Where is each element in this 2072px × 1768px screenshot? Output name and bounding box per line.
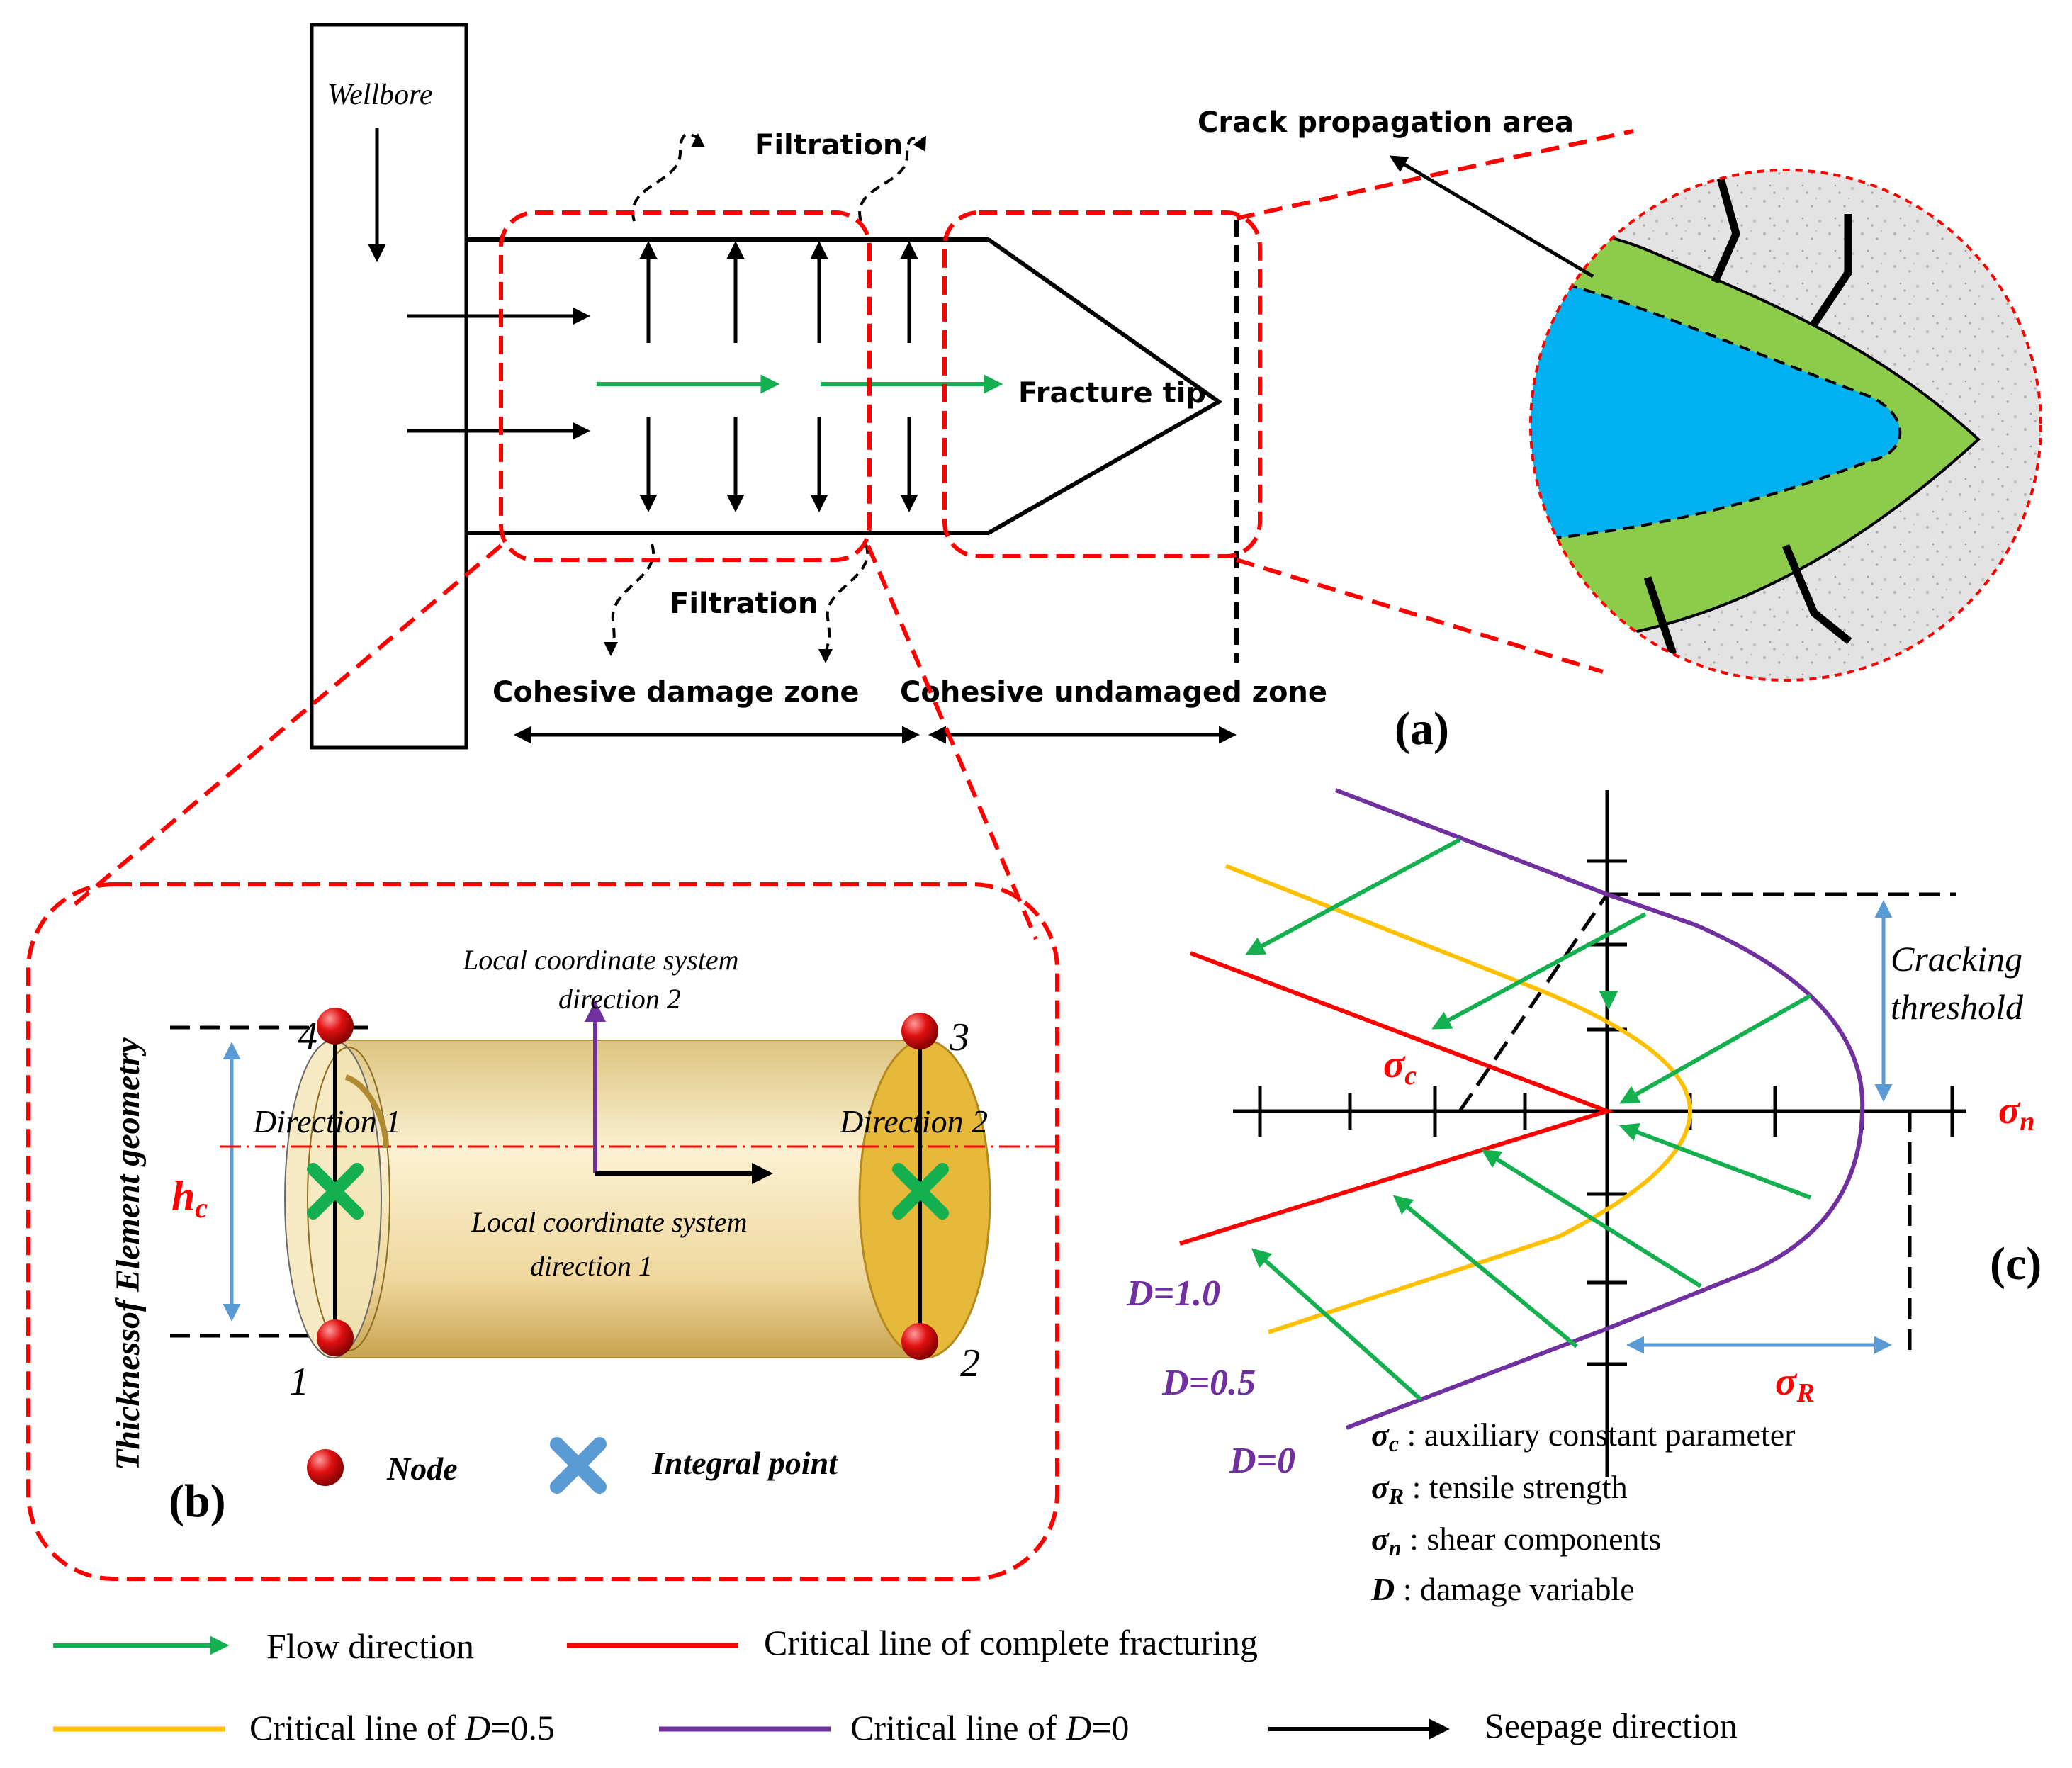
- critical-line-complete: [1179, 951, 1614, 1246]
- panel-c-label: (c): [1990, 1238, 2042, 1290]
- d05-label: D=0.5: [1161, 1363, 1256, 1403]
- sigma-r-label: σR: [1775, 1360, 1815, 1408]
- node-balls: [317, 1008, 938, 1360]
- undamaged-zone-box: [942, 210, 1262, 558]
- node-4-label: 4: [298, 1014, 317, 1058]
- critical-line-d0: [1334, 788, 1865, 1430]
- node-3-label: 3: [949, 1015, 969, 1059]
- integration-point-right: [892, 1163, 949, 1220]
- def-d: D : damage variable: [1370, 1571, 1635, 1607]
- panel-b-label: (b): [169, 1475, 226, 1527]
- cracking-threshold-line2: threshold: [1891, 987, 2024, 1027]
- node-2-label: 2: [960, 1341, 980, 1385]
- legend-flow-label: Flow direction: [266, 1626, 474, 1666]
- def-sigma-r: σR : tensile strength: [1371, 1469, 1628, 1509]
- def-sigma-n: σn : shear components: [1371, 1521, 1661, 1560]
- seepage-arrows: [639, 241, 918, 512]
- damage-zone-box: [499, 210, 872, 562]
- cracking-threshold-line1: Cracking: [1891, 939, 2022, 979]
- filtration-bottom-label: Filtration: [670, 587, 818, 620]
- direction-1-label: Direction 1: [252, 1103, 401, 1139]
- flow-arrows-c: [1245, 838, 1812, 1402]
- fracture-tip-wedge: [987, 237, 1223, 535]
- panel-a-label: (a): [1395, 703, 1449, 755]
- legend-node-icon: [307, 1449, 344, 1486]
- crack-area-pointer: [1389, 155, 1594, 278]
- damage-zone-label: Cohesive damage zone: [492, 676, 859, 709]
- wellbore-label: Wellbore: [327, 79, 433, 111]
- branch-cracks: [1643, 174, 1852, 680]
- cohesive-element-cylinder: [284, 1039, 991, 1359]
- lcs2-line2: direction 2: [558, 983, 681, 1015]
- panel-c: Cracking threshold σR σc σn D=1.0 D=0.5 …: [1126, 788, 2042, 1607]
- legend-d05-label: Critical line of D=0.5: [249, 1708, 555, 1747]
- direction-2-label: Direction 2: [839, 1103, 988, 1139]
- wellbore-box: [310, 23, 468, 750]
- critical-line-d05: [1224, 864, 1693, 1334]
- hc-label: hc: [171, 1173, 208, 1224]
- d10-label: D=1.0: [1126, 1273, 1220, 1314]
- legend-integral-icon: [550, 1437, 607, 1494]
- sigma-c-dash: [1458, 893, 1609, 1113]
- node-1: [317, 1319, 354, 1356]
- sigma-n-label: σn: [1998, 1088, 2034, 1137]
- lcs2-line1: Local coordinate system: [462, 944, 739, 976]
- fracture-tip-label: Fracture tip: [1018, 377, 1206, 410]
- crack-zoom-circle: [1529, 169, 2042, 682]
- zoom-b-right: [866, 544, 1038, 940]
- crack-area-label: Crack propagation area: [1198, 106, 1574, 139]
- panel-b-box: [26, 882, 1059, 1581]
- legend-d0-label: Critical line of D=0: [850, 1708, 1129, 1747]
- legend-seepage-label: Seepage direction: [1485, 1706, 1738, 1745]
- filtration-top-label: Filtration: [755, 129, 903, 162]
- node-2: [901, 1323, 938, 1360]
- node-1-label: 1: [289, 1360, 309, 1404]
- node-4: [317, 1008, 354, 1045]
- def-sigma-c: σc : auxiliary constant parameter: [1371, 1417, 1795, 1456]
- zoom-line-bottom: [1236, 558, 1604, 674]
- legend-integral-label: Integral point: [651, 1445, 838, 1481]
- lcs1-line1: Local coordinate system: [471, 1206, 748, 1238]
- integration-point-left: [307, 1163, 364, 1220]
- panel-a: Wellbore Filtration Filtration Fra: [310, 23, 2042, 755]
- bottom-legend: Flow direction Critical line of complete…: [53, 1623, 1738, 1747]
- legend-complete-label: Critical line of complete fracturing: [764, 1623, 1258, 1662]
- sigma-c-label: σc: [1383, 1042, 1417, 1091]
- zoom-b-left: [66, 544, 502, 913]
- legend-node-label: Node: [386, 1451, 458, 1487]
- filtration-curves: [604, 133, 926, 663]
- lcs1-line2: direction 1: [530, 1250, 653, 1282]
- d0-label: D=0: [1229, 1441, 1295, 1481]
- thickness-label: Thicknessof Element geometry: [109, 1037, 147, 1470]
- zoom-line-top: [1236, 129, 1634, 220]
- node-3: [901, 1013, 938, 1049]
- undamaged-zone-label: Cohesive undamaged zone: [900, 676, 1327, 709]
- panel-b: Thicknessof Element geometry hc 4 1 3 2: [26, 882, 1059, 1581]
